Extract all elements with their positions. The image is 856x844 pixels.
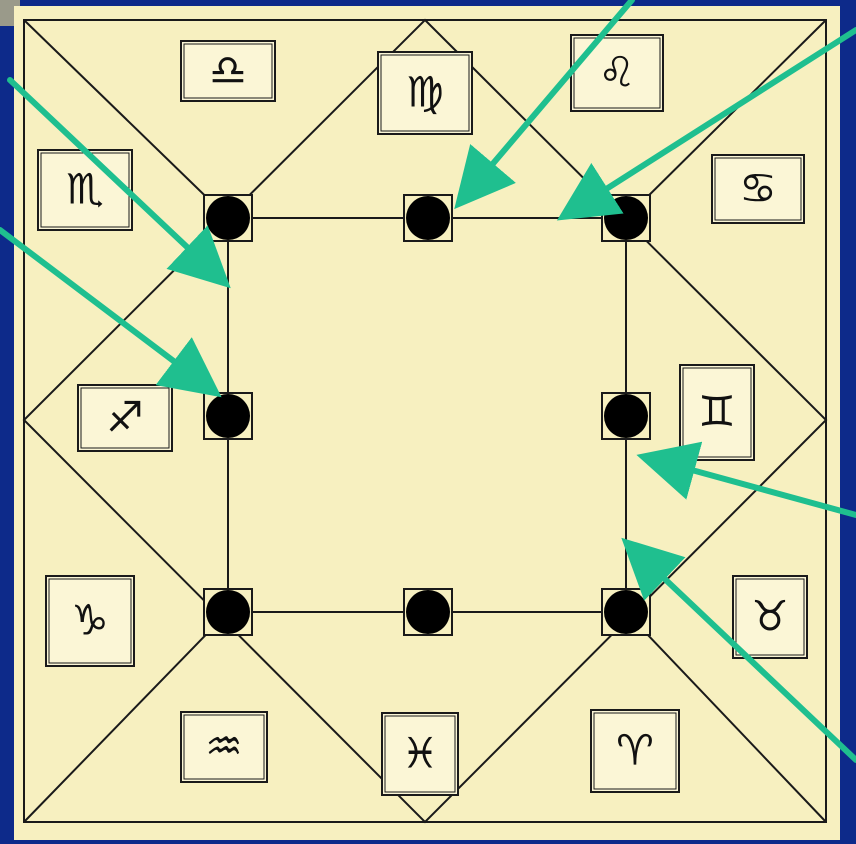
scorpio-icon: ♏ (66, 165, 104, 214)
sign-aquarius: ♒ (181, 712, 267, 782)
cancer-icon: ♋ (739, 164, 777, 213)
marker-middle-right (602, 393, 650, 439)
marker-bottom-left (204, 589, 252, 635)
aquarius-icon: ♒ (205, 722, 243, 771)
marker-dot-middle-right (604, 394, 648, 438)
sign-taurus: ♉ (733, 576, 807, 658)
sign-sagittarius: ♐ (78, 385, 172, 451)
marker-dot-bottom-left (206, 590, 250, 634)
capricorn-icon: ♑ (71, 596, 109, 645)
sign-cancer: ♋ (712, 155, 804, 223)
marker-top-left (204, 195, 252, 241)
virgo-icon: ♍ (406, 68, 444, 117)
libra-icon: ♎ (209, 46, 247, 95)
marker-dot-middle-left (206, 394, 250, 438)
marker-top-right (602, 195, 650, 241)
marker-dot-top-right (604, 196, 648, 240)
pisces-icon: ♓ (401, 729, 439, 778)
sign-scorpio: ♏ (38, 150, 132, 230)
sign-capricorn: ♑ (46, 576, 134, 666)
aries-icon: ♈ (616, 726, 654, 775)
marker-dot-top-left (206, 196, 250, 240)
sign-virgo: ♍ (378, 52, 472, 134)
sign-libra: ♎ (181, 41, 275, 101)
sagittarius-icon: ♐ (106, 393, 144, 442)
taurus-icon: ♉ (751, 592, 789, 641)
marker-bottom-middle (404, 589, 452, 635)
marker-dot-bottom-right (604, 590, 648, 634)
marker-dot-bottom-middle (406, 590, 450, 634)
gemini-icon: ♊ (698, 387, 736, 436)
sign-aries: ♈ (591, 710, 679, 792)
sign-pisces: ♓ (382, 713, 458, 795)
sign-leo: ♌ (571, 35, 663, 111)
marker-middle-left (204, 393, 252, 439)
sign-gemini: ♊ (680, 365, 754, 460)
marker-dot-top-middle (406, 196, 450, 240)
marker-top-middle (404, 195, 452, 241)
leo-icon: ♌ (598, 48, 636, 97)
marker-bottom-right (602, 589, 650, 635)
